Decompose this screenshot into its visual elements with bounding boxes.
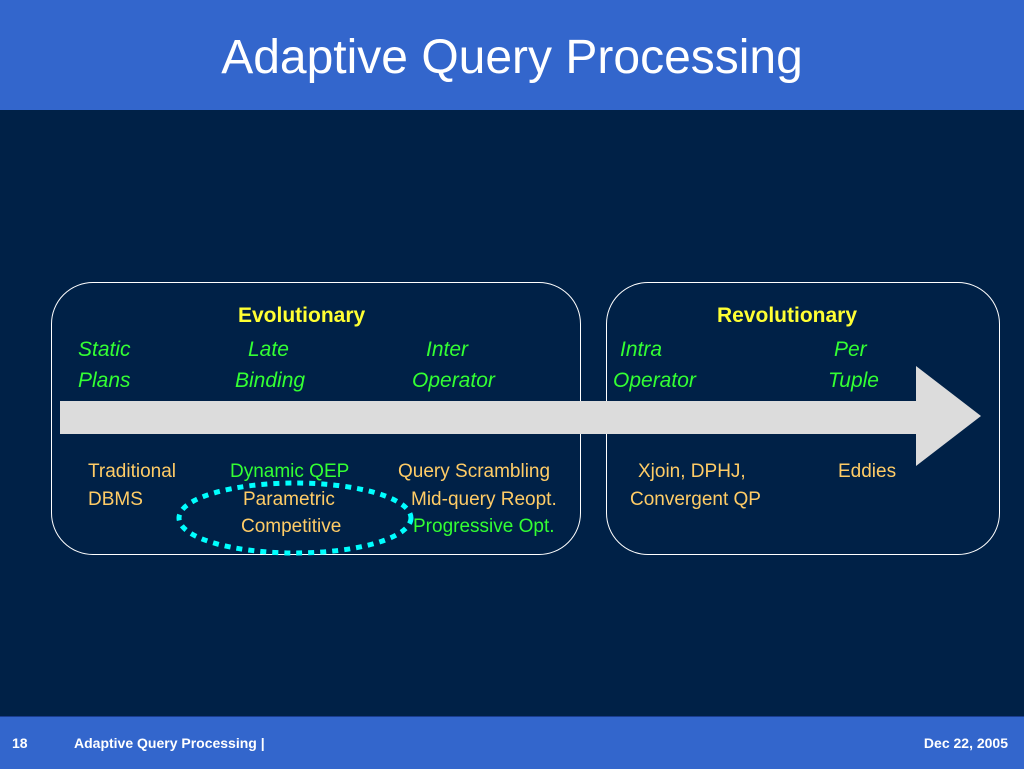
revolutionary-label: Revolutionary (717, 304, 858, 327)
footer-date: Dec 22, 2005 (923, 735, 1008, 751)
spectrum-inter-line2: Operator (412, 369, 495, 392)
spectrum-per-tuple-line1: Per (834, 338, 867, 361)
system-convergent-qp: Convergent QP (630, 489, 761, 510)
system-traditional-line2: DBMS (88, 489, 143, 510)
spectrum-late-line2: Binding (235, 369, 306, 392)
footer-bar (0, 716, 1024, 769)
highlight-ellipse (176, 480, 414, 556)
system-query-scrambling: Query Scrambling (398, 461, 551, 482)
spectrum-late-line1: Late (248, 338, 289, 361)
spectrum-arrow (60, 366, 981, 466)
system-mid-query-reopt: Mid-query Reopt. (411, 489, 557, 510)
spectrum-static-line1: Static (78, 338, 131, 361)
spectrum-static-line2: Plans (78, 369, 131, 392)
system-eddies: Eddies (838, 461, 897, 482)
footer-page-number: 18 (12, 735, 28, 751)
system-parametric: Parametric (243, 489, 335, 510)
system-progressive-opt: Progressive Opt. (413, 516, 555, 537)
evolutionary-label: Evolutionary (238, 304, 366, 327)
system-competitive: Competitive (241, 516, 342, 537)
system-dynamic-qep: Dynamic QEP (230, 461, 350, 482)
spectrum-per-tuple-line2: Tuple (828, 369, 879, 392)
spectrum-inter-line1: Inter (426, 338, 469, 361)
system-xjoin-dphj: Xjoin, DPHJ, (638, 461, 746, 482)
title-bar (0, 0, 1024, 110)
spectrum-intra-line2: Operator (613, 369, 696, 392)
system-traditional-line1: Traditional (88, 461, 177, 482)
footer-title: Adaptive Query Processing | (74, 735, 265, 751)
spectrum-intra-line1: Intra (620, 338, 663, 361)
slide-title: Adaptive Query Processing (221, 31, 803, 84)
